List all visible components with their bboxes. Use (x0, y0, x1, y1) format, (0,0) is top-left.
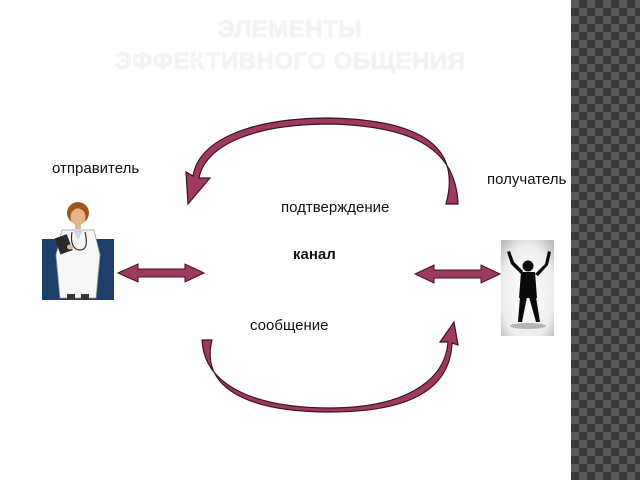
title-line-1: ЭЛЕМЕНТЫ (217, 16, 363, 43)
slide-title: ЭЛЕМЕНТЫ ЭФФЕКТИВНОГО ОБЩЕНИЯ (40, 14, 540, 78)
message-arc-arrow (201, 320, 459, 413)
cheering-person-icon (501, 240, 554, 336)
channel-label: канал (293, 246, 336, 263)
feedback-arc-arrow (185, 117, 459, 206)
sender-channel-double-arrow (116, 263, 206, 283)
channel-receiver-double-arrow (413, 264, 502, 284)
sender-label: отправитель (52, 160, 140, 177)
receiver-label: получатель (487, 171, 567, 188)
decorative-side-strip (571, 0, 640, 480)
doctor-figure-icon (42, 202, 114, 300)
message-label: сообщение (250, 317, 329, 334)
title-line-2: ЭФФЕКТИВНОГО ОБЩЕНИЯ (114, 48, 466, 75)
feedback-label: подтверждение (281, 199, 390, 216)
